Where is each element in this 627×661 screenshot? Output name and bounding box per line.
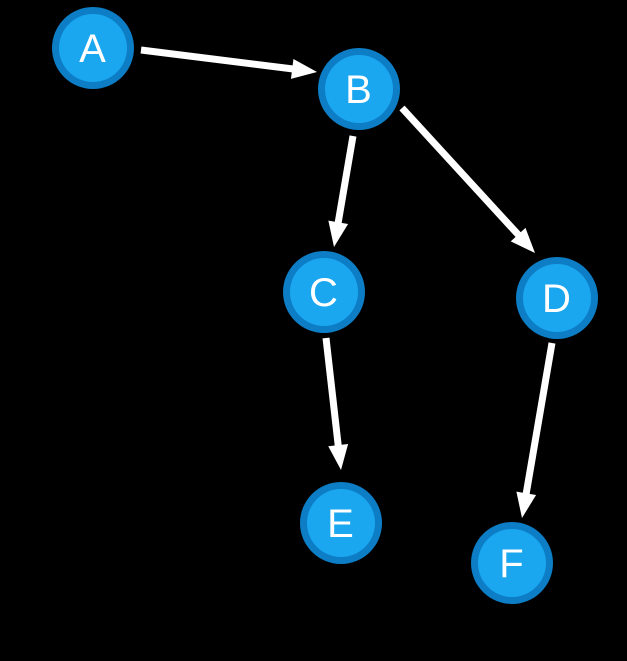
- arrowhead-icon-B-C: [328, 220, 349, 247]
- node-C[interactable]: C: [283, 251, 365, 333]
- node-B[interactable]: B: [318, 48, 400, 130]
- node-body-B: [325, 55, 393, 123]
- node-body-D: [523, 264, 591, 332]
- node-label-B: B: [345, 68, 373, 112]
- node-F[interactable]: F: [471, 522, 553, 604]
- edge-C-E: [322, 337, 349, 470]
- node-label-D: D: [542, 277, 572, 321]
- node-body-F: [478, 529, 546, 597]
- node-label-C: C: [309, 271, 339, 315]
- arrowhead-icon-C-E: [328, 444, 349, 470]
- edge-shaft-B-C: [334, 135, 357, 225]
- edge-shaft-A-B: [140, 46, 295, 73]
- node-body-A: [59, 14, 127, 82]
- arrowhead-icon-B-D: [510, 227, 535, 253]
- node-label-F: F: [499, 542, 524, 586]
- edge-shaft-D-F: [522, 342, 556, 496]
- arrowhead-icon-D-F: [516, 491, 537, 518]
- edge-B-C: [328, 135, 357, 247]
- node-E[interactable]: E: [300, 482, 382, 564]
- node-label-E: E: [327, 502, 355, 546]
- edge-A-B: [140, 46, 317, 79]
- edge-D-F: [516, 342, 556, 518]
- edge-shaft-B-D: [399, 105, 523, 239]
- node-body-C: [290, 258, 358, 326]
- arrowhead-icon-A-B: [290, 58, 317, 79]
- edge-shaft-C-E: [322, 337, 342, 448]
- node-A[interactable]: A: [52, 7, 134, 89]
- node-label-A: A: [79, 27, 107, 71]
- node-body-E: [307, 489, 375, 557]
- node-D[interactable]: D: [516, 257, 598, 339]
- edge-B-D: [399, 105, 535, 253]
